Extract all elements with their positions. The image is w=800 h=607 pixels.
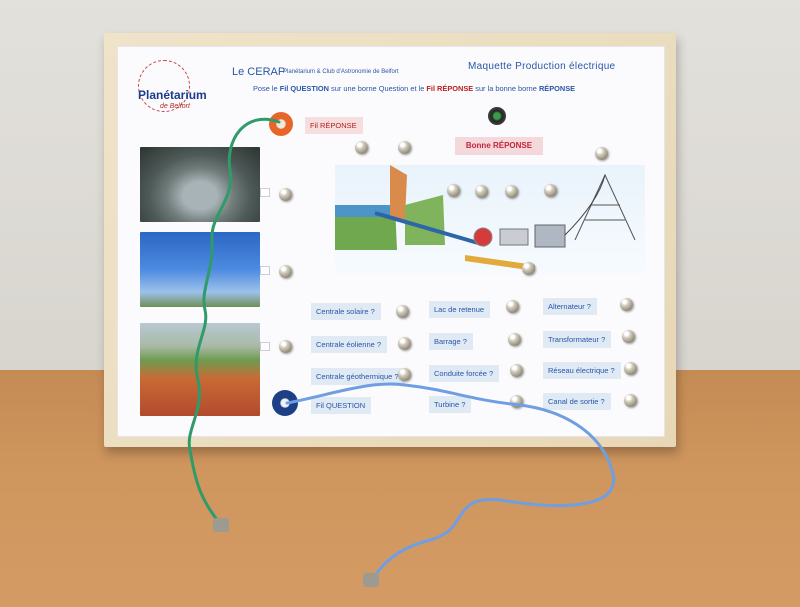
photo-tab	[260, 188, 270, 197]
maquette-title: Maquette Production électrique	[468, 61, 616, 72]
terminal-stud[interactable]	[398, 368, 411, 381]
penstock-pipe	[374, 211, 486, 247]
terminal-stud[interactable]	[544, 184, 557, 197]
instr-part-b: sur une borne Question et le	[329, 84, 427, 93]
question-barrage: Barrage ?	[429, 333, 473, 350]
instr-fil-reponse: Fil RÉPONSE	[426, 84, 474, 93]
instr-reponse: RÉPONSE	[538, 84, 576, 93]
terminal-stud[interactable]	[447, 184, 460, 197]
solar-plant-photo	[140, 147, 260, 222]
turbine-icon	[473, 227, 493, 247]
alternator-icon	[499, 228, 529, 246]
terminal-stud[interactable]	[355, 141, 368, 154]
terminal-stud[interactable]	[620, 298, 633, 311]
green-wire-clip[interactable]	[213, 518, 229, 532]
terminal-stud[interactable]	[508, 333, 521, 346]
hydro-diagram	[335, 165, 645, 275]
bonne-reponse-label: Bonne RÉPONSE	[455, 137, 543, 155]
question-turbine: Turbine ?	[429, 396, 472, 413]
outlet-canal	[465, 255, 535, 271]
terminal-stud[interactable]	[475, 185, 488, 198]
question-centrale-solaire: Centrale solaire ?	[311, 303, 381, 320]
photo-tab	[260, 342, 270, 351]
terminal-stud[interactable]	[522, 262, 535, 275]
cerap-subtitle: Planétarium & Club d'Astronomie de Belfo…	[283, 69, 399, 75]
instr-part-c: sur la bonne borne	[473, 84, 539, 93]
fil-reponse-label: Fil RÉPONSE	[305, 117, 363, 134]
terminal-stud[interactable]	[279, 265, 292, 278]
hydro-diagram-svg	[335, 165, 636, 271]
transformer-icon	[534, 224, 566, 248]
dam-wall	[390, 165, 407, 220]
terminal-stud[interactable]	[624, 362, 637, 375]
terminal-stud[interactable]	[398, 141, 411, 154]
question-lac-de-retenue: Lac de retenue	[429, 301, 491, 318]
terminal-stud[interactable]	[396, 305, 409, 318]
terminal-stud[interactable]	[279, 188, 292, 201]
instructions: Pose le Fil QUESTION sur une borne Quest…	[253, 84, 575, 93]
terminal-stud[interactable]	[595, 147, 608, 160]
question-alternateur: Alternateur ?	[543, 298, 597, 315]
planetarium-logo	[138, 60, 190, 112]
fil-reponse-port[interactable]	[269, 112, 293, 136]
question-canal-de-sortie: Canal de sortie ?	[543, 393, 611, 410]
green-wire[interactable]	[187, 117, 281, 528]
instr-fil-question: Fil QUESTION	[279, 84, 329, 93]
blue-wire-clip[interactable]	[363, 573, 379, 587]
terminal-stud[interactable]	[279, 340, 292, 353]
question-conduite-forcee: Conduite forcée ?	[429, 365, 500, 382]
brand-name: Planétarium	[138, 88, 207, 102]
terminal-stud[interactable]	[624, 394, 637, 407]
question-centrale-eolienne: Centrale éolienne ?	[311, 336, 388, 353]
blue-wire[interactable]	[285, 382, 616, 582]
terminal-stud[interactable]	[506, 300, 519, 313]
question-transformateur: Transformateur ?	[543, 331, 612, 348]
terminal-stud[interactable]	[622, 330, 635, 343]
instr-part-a: Pose le	[253, 84, 280, 93]
terminal-stud[interactable]	[398, 337, 411, 350]
question-centrale-geothermique: Centrale géothermique ?	[311, 368, 405, 385]
photo-tab	[260, 266, 270, 275]
power-line	[564, 174, 606, 236]
wind-farm-photo	[140, 232, 260, 307]
fil-question-label: Fil QUESTION	[311, 397, 372, 414]
answer-led-icon	[488, 107, 506, 125]
question-reseau-electrique: Réseau électrique ?	[543, 362, 621, 379]
brand-sub: de Belfort	[160, 103, 190, 110]
cerap-title: Le CERAP	[232, 66, 286, 78]
terminal-stud[interactable]	[505, 185, 518, 198]
terminal-stud[interactable]	[510, 364, 523, 377]
